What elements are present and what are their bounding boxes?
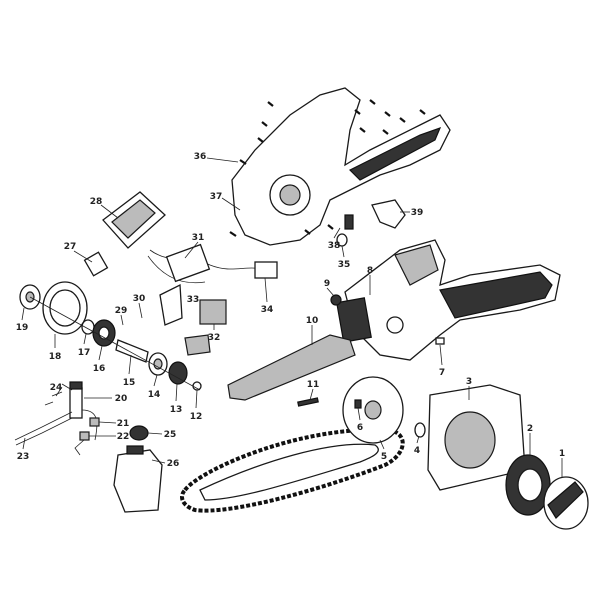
label-22: 22 — [117, 432, 130, 442]
label-25: 25 — [164, 430, 177, 440]
label-3: 3 — [466, 377, 472, 387]
label-2: 2 — [527, 424, 533, 434]
label-34: 34 — [261, 305, 274, 315]
part-oil-pump — [14, 381, 163, 513]
label-33: 33 — [187, 295, 200, 305]
label-31: 31 — [192, 233, 205, 243]
leader-lines — [21, 157, 563, 478]
part-wiring — [147, 243, 278, 356]
part-washer — [414, 422, 426, 438]
part-housing-left — [231, 87, 451, 246]
part-knob-grip — [547, 481, 584, 519]
label-6: 6 — [357, 423, 363, 433]
part-spring — [344, 214, 354, 230]
part-trigger-switch — [371, 199, 406, 229]
label-15: 15 — [123, 378, 136, 388]
part-labels: 1 2 3 4 5 6 7 8 9 10 11 12 13 14 15 16 1… — [16, 152, 565, 469]
label-37: 37 — [210, 192, 223, 202]
label-5: 5 — [381, 452, 387, 462]
part-handle — [336, 239, 561, 361]
label-32: 32 — [208, 333, 221, 343]
part-chain-bar-inner — [199, 443, 379, 501]
label-21: 21 — [117, 419, 130, 429]
part-nut — [354, 399, 362, 409]
part-gear-train — [19, 281, 202, 391]
label-24: 24 — [50, 383, 63, 393]
part-cover-window — [444, 411, 496, 469]
part-tension-wheel-center — [517, 468, 543, 502]
label-38: 38 — [328, 241, 341, 251]
label-10: 10 — [306, 316, 319, 326]
part-ring — [330, 294, 342, 306]
label-36: 36 — [194, 152, 207, 162]
label-39: 39 — [411, 208, 424, 218]
label-17: 17 — [78, 348, 91, 358]
part-drive-disc-hub — [364, 400, 382, 420]
label-14: 14 — [148, 390, 161, 400]
label-13: 13 — [170, 405, 183, 415]
label-4: 4 — [414, 446, 420, 456]
part-chain — [180, 427, 405, 513]
label-16: 16 — [93, 364, 106, 374]
label-18: 18 — [49, 352, 62, 362]
label-27: 27 — [64, 242, 77, 252]
label-28: 28 — [90, 197, 103, 207]
part-pin — [297, 397, 319, 407]
label-20: 20 — [115, 394, 128, 404]
label-7: 7 — [439, 368, 445, 378]
label-11: 11 — [307, 380, 320, 390]
label-1: 1 — [559, 449, 565, 459]
label-23: 23 — [17, 452, 30, 462]
label-12: 12 — [190, 412, 203, 422]
part-guide-bar — [227, 334, 356, 401]
label-30: 30 — [133, 294, 146, 304]
label-35: 35 — [338, 260, 351, 270]
label-8: 8 — [367, 266, 373, 276]
label-26: 26 — [167, 459, 180, 469]
label-9: 9 — [324, 279, 330, 289]
label-29: 29 — [115, 306, 128, 316]
part-motor — [83, 191, 166, 277]
label-19: 19 — [16, 323, 29, 333]
screws-36 — [229, 99, 426, 237]
